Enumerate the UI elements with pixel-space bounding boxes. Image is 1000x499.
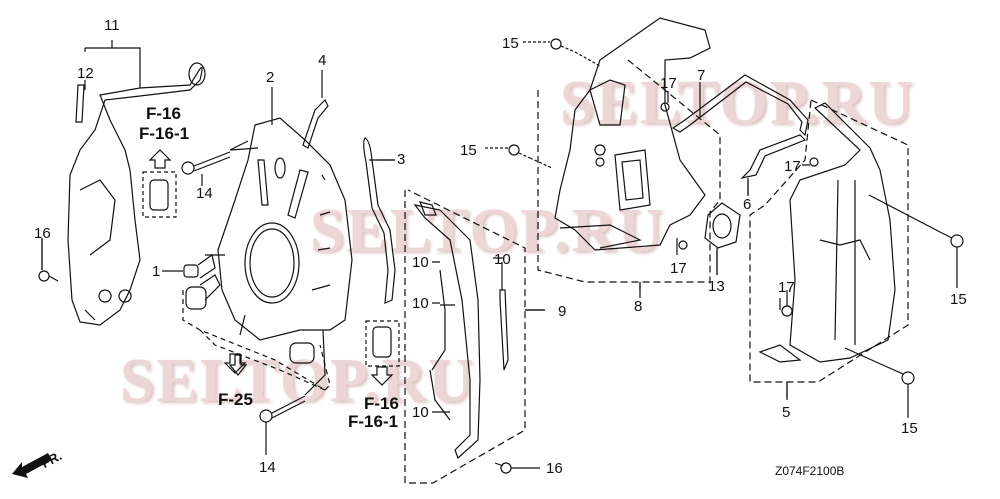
- callout-15: 15: [502, 35, 519, 52]
- callout-14: 14: [259, 459, 276, 476]
- callout-4: 4: [318, 52, 327, 69]
- part-7-rod: [671, 74, 809, 137]
- callout-7: 7: [697, 67, 706, 84]
- page-ref-f16-1[interactable]: F-16-1: [139, 124, 190, 143]
- callout-1: 1: [152, 263, 161, 280]
- callout-10: 10: [412, 404, 429, 421]
- callout-2: 2: [266, 69, 275, 86]
- part-left-cover: [67, 40, 206, 326]
- callout-leaders: [41, 80, 810, 413]
- page-ref-f16-1[interactable]: F-16-1: [348, 412, 399, 431]
- callout-16: 16: [34, 225, 51, 242]
- part-4-strip: [302, 70, 329, 149]
- callout-10: 10: [494, 251, 511, 268]
- bolt-14-top: [181, 140, 259, 186]
- callout-13: 13: [708, 278, 725, 295]
- grommet-box-center: [365, 320, 400, 386]
- part-3-seal: [363, 137, 396, 304]
- callout-11: 11: [104, 17, 120, 34]
- callout-17: 17: [660, 75, 677, 92]
- callout-17: 17: [670, 260, 687, 277]
- drawing-code: Z074F2100B: [775, 464, 845, 478]
- callout-6: 6: [743, 196, 752, 213]
- bolt-15-right: [868, 194, 964, 288]
- gear-subassembly-box: [182, 286, 331, 391]
- callout-16: 16: [546, 460, 563, 477]
- part-8-cover-box: [537, 17, 721, 290]
- bolt-15-bottom-right: [844, 347, 915, 418]
- callout-15: 15: [950, 291, 967, 308]
- callout-3: 3: [397, 151, 406, 168]
- bolt-14-bottom: [259, 329, 326, 455]
- page-ref-f16[interactable]: F-16: [146, 104, 181, 123]
- callout-5: 5: [782, 404, 791, 421]
- callout-12: 12: [77, 65, 94, 82]
- page-ref-f16[interactable]: F-16: [364, 394, 399, 413]
- part-9-frame-box: [404, 189, 545, 484]
- grommet-box-left: [142, 149, 177, 218]
- watermark: SELTOP.RU: [310, 197, 666, 265]
- callout-10: 10: [412, 254, 429, 271]
- part-1-connector: [183, 253, 216, 279]
- callout-17: 17: [784, 158, 801, 175]
- callout-8: 8: [634, 298, 643, 315]
- clip-17-d: [781, 305, 793, 317]
- callout-15: 15: [901, 420, 918, 437]
- clip-17-c: [809, 157, 819, 167]
- arrow-down-f25: [223, 353, 247, 374]
- part-fan-housing: [199, 117, 353, 341]
- callout-14: 14: [196, 185, 213, 202]
- page-ref-f25[interactable]: F-25: [218, 390, 253, 409]
- callout-9: 9: [558, 303, 567, 320]
- callout-15: 15: [460, 142, 477, 159]
- bolt-15-mid: [485, 144, 553, 169]
- bolt-16-bottom: [494, 462, 540, 474]
- callout-10: 10: [412, 295, 429, 312]
- callout-leaders: [667, 91, 678, 255]
- clip-17-b: [678, 240, 688, 250]
- clip-17-a: [660, 102, 670, 112]
- watermark: SELTOP.RU: [120, 347, 476, 415]
- bolt-15-top: [523, 38, 601, 67]
- callout-17: 17: [778, 279, 795, 296]
- front-arrow-icon: [12, 453, 52, 478]
